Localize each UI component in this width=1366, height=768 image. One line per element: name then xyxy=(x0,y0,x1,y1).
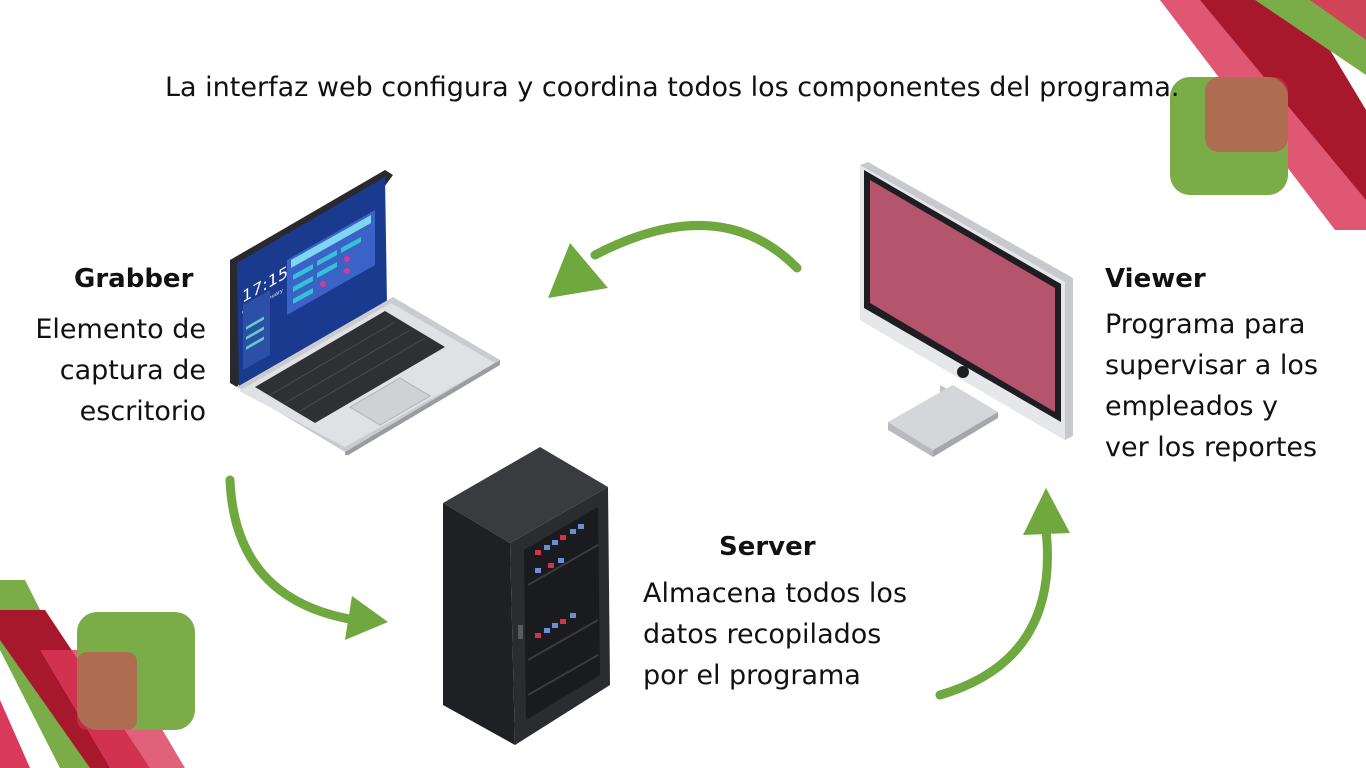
server-desc-line: por el programa xyxy=(643,660,861,691)
grabber-title: Grabber xyxy=(74,264,194,294)
arrow-grabber-to-server xyxy=(225,475,360,625)
viewer-desc-line: ver los reportes xyxy=(1105,432,1318,463)
server-rack-icon xyxy=(443,447,610,745)
viewer-description: Programa para supervisar a los empleados… xyxy=(1105,304,1355,468)
viewer-desc-line: empleados y xyxy=(1105,391,1278,422)
monitor-screen xyxy=(870,180,1055,412)
viewer-desc-line: Programa para xyxy=(1105,309,1306,340)
bottom-left-decoration xyxy=(0,580,195,768)
headline: La interfaz web configura y coordina tod… xyxy=(165,72,1180,103)
server-desc-line: datos recopilados xyxy=(643,619,882,650)
server-desc-line: Almacena todos los xyxy=(643,578,908,609)
server-description: Almacena todos los datos recopilados por… xyxy=(643,573,913,696)
viewer-title: Viewer xyxy=(1105,264,1206,294)
arrow-icon xyxy=(345,596,388,640)
top-right-decoration xyxy=(1160,0,1366,230)
arrow-icon xyxy=(548,243,608,298)
arrow-viewer-to-grabber xyxy=(590,220,802,273)
grabber-desc-line: escritorio xyxy=(79,396,206,427)
server-title: Server xyxy=(719,532,816,562)
grabber-description: Elemento de captura de escritorio xyxy=(20,309,206,432)
grabber-desc-line: captura de xyxy=(59,355,206,386)
laptop-icon: 17:15 Wed, 11 January xyxy=(230,170,500,455)
monitor-icon xyxy=(860,162,1073,457)
arrow-server-to-viewer xyxy=(935,525,1052,700)
server-lights xyxy=(535,524,584,638)
grabber-desc-line: Elemento de xyxy=(35,314,206,345)
viewer-desc-line: supervisar a los xyxy=(1105,350,1319,381)
arrow-icon xyxy=(1023,488,1070,535)
